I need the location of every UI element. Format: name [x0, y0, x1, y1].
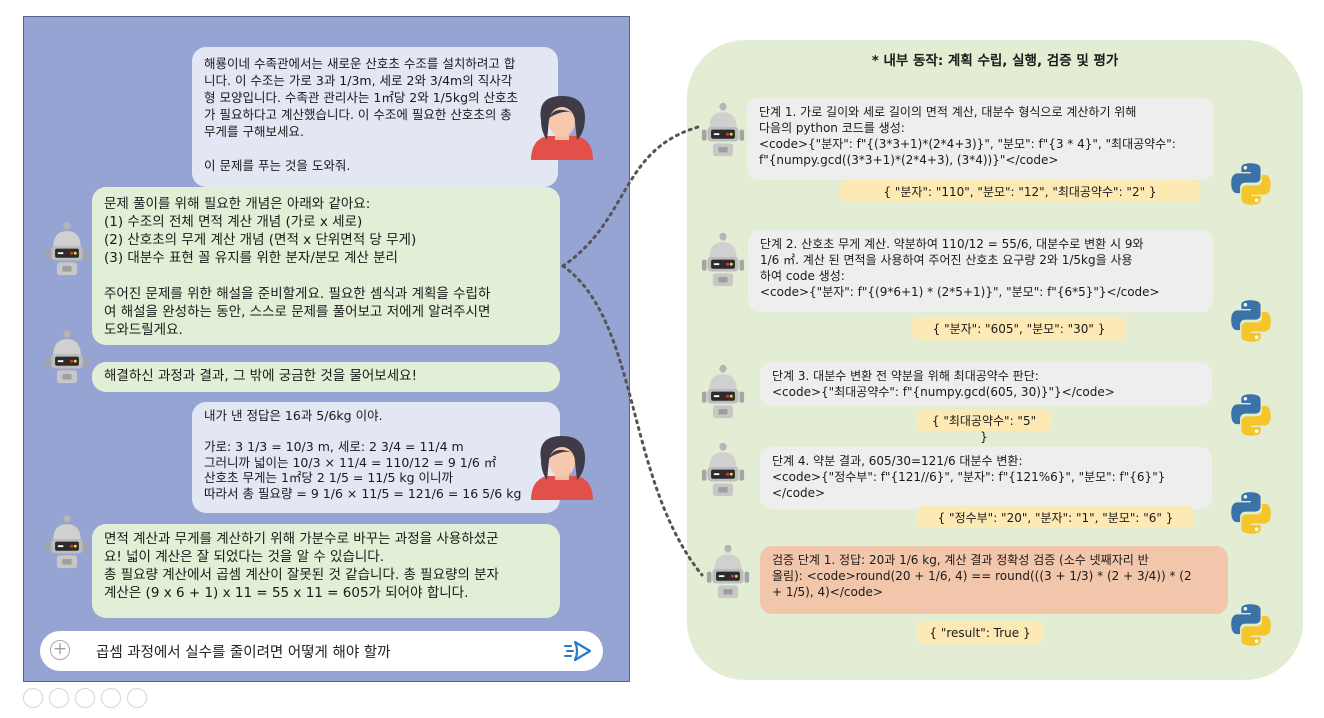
result-box: { "분자": "110", "분모": "12", "최대공약수": "2" … [840, 180, 1200, 202]
page-dot [75, 688, 95, 708]
robot-icon [705, 545, 751, 600]
robot-icon [44, 222, 90, 277]
plus-icon[interactable]: + [50, 640, 70, 660]
result-box: { "최대공약수": "5" } [917, 409, 1051, 444]
result-box: { "분자": "605", "분모": "30" } [912, 317, 1126, 339]
step-box: 단계 3. 대분수 변환 전 약분을 위해 최대공약수 판단: <code>{"… [760, 362, 1212, 406]
user-avatar-icon [527, 430, 597, 500]
page-dot [49, 688, 69, 708]
result-box: { "정수부": "20", "분자": "1", "분모": "6" } [917, 506, 1194, 528]
robot-icon [44, 330, 90, 385]
python-logo-icon [1228, 392, 1274, 438]
step-box: 단계 1. 가로 길이와 세로 길이의 면적 계산, 대분수 형식으로 계산하기… [747, 98, 1214, 180]
python-logo-icon [1228, 602, 1274, 648]
page-dot [127, 688, 147, 708]
panel-title: * 내부 동작: 계획 수립, 실행, 검증 및 평가 [871, 53, 1119, 69]
robot-icon [700, 233, 746, 288]
page-indicator-dots [23, 688, 153, 712]
python-logo-icon [1228, 490, 1274, 536]
chat-input-text[interactable]: 곱셈 과정에서 실수를 줄이려면 어떻게 해야 할까 [96, 645, 391, 661]
step-box: 단계 4. 약분 결과, 605/30=121/6 대분수 변환: <code>… [760, 447, 1212, 509]
page-dot [23, 688, 43, 708]
bot-message-bubble: 문제 풀이를 위해 필요한 개념은 아래와 같아요: (1) 수조의 전체 면적… [92, 187, 560, 345]
verification-step-box: 검증 단계 1. 정답: 20과 1/6 kg, 계산 결과 정확성 검증 (소… [760, 546, 1228, 614]
bot-message-bubble: 면적 계산과 무게를 계산하기 위해 가분수로 바꾸는 과정을 사용하셨군 요!… [92, 524, 560, 618]
robot-icon [700, 365, 746, 420]
robot-icon [44, 515, 90, 570]
user-message-bubble: 해룡이네 수족관에서는 새로운 산호초 수조를 설치하려고 합 니다. 이 수조… [192, 47, 558, 187]
page-dot [101, 688, 121, 708]
bot-message-bubble: 해결하신 과정과 결과, 그 밖에 궁금한 것을 물어보세요! [92, 362, 560, 392]
python-logo-icon [1228, 298, 1274, 344]
step-box: 단계 2. 산호초 무게 계산. 약분하여 110/12 = 55/6, 대분수… [748, 230, 1213, 312]
user-message-bubble: 내가 낸 정답은 16과 5/6kg 이야. 가로: 3 1/3 = 10/3 … [192, 402, 560, 513]
robot-icon [700, 443, 746, 498]
send-icon[interactable] [563, 639, 593, 663]
robot-icon [700, 103, 746, 158]
user-avatar-icon [527, 90, 597, 160]
result-box: { "result": True } [917, 621, 1043, 643]
chat-input-bar[interactable]: + 곱셈 과정에서 실수를 줄이려면 어떻게 해야 할까 [40, 631, 603, 671]
python-logo-icon [1228, 161, 1274, 207]
